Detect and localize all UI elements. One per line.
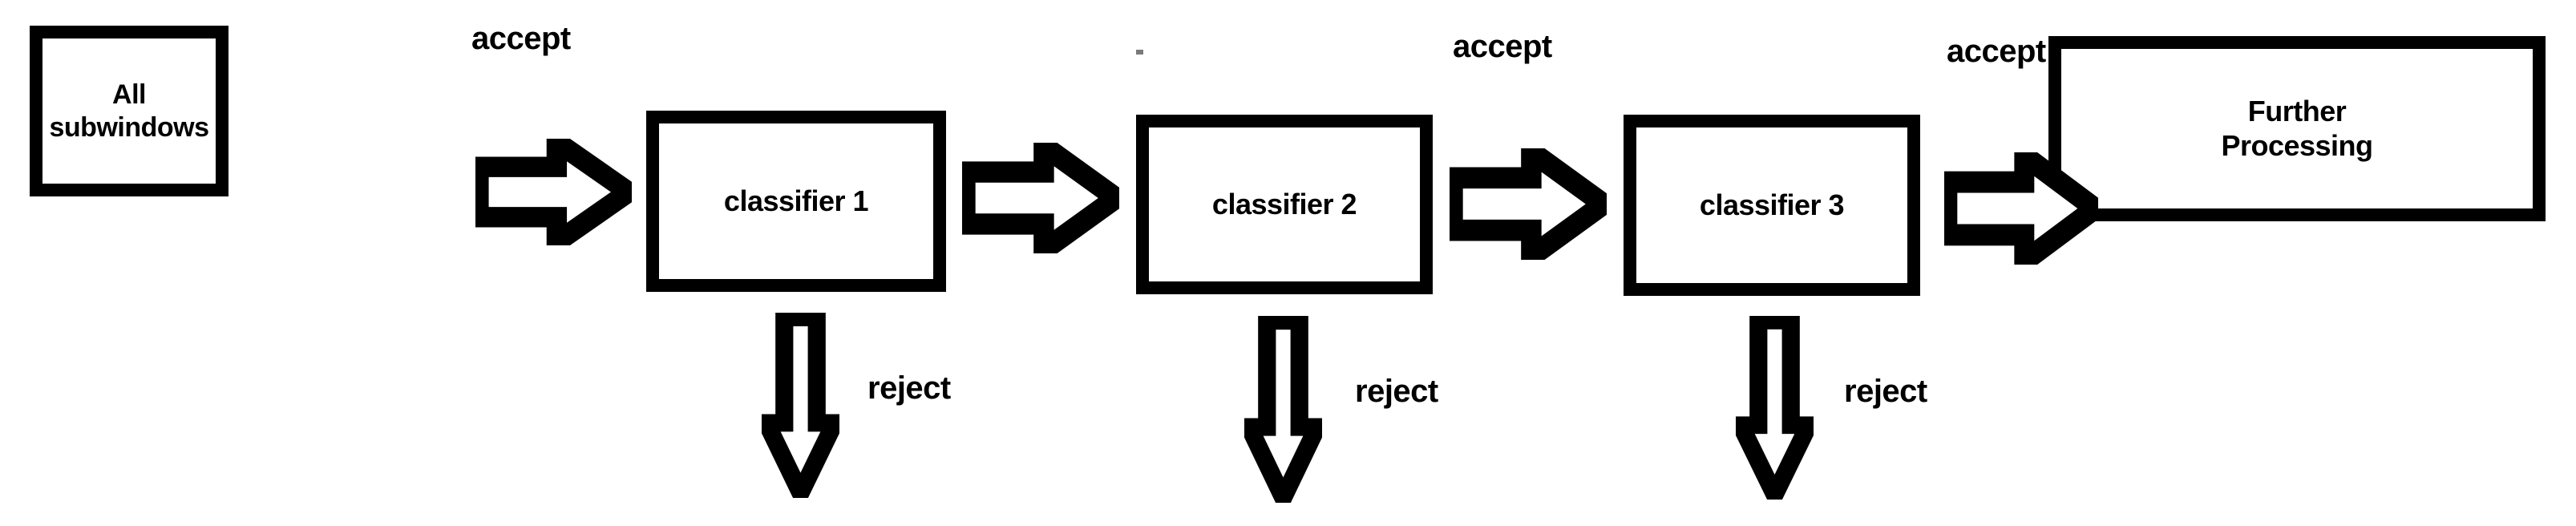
node-label-classifier-3: classifier 3 [1699, 188, 1845, 221]
node-classifier-3[interactable]: classifier 3 [1624, 115, 1920, 296]
edge-label-accept-2: accept [1453, 29, 1552, 64]
node-label-classifier-2: classifier 2 [1211, 187, 1357, 221]
arrow-down-icon-1 [762, 313, 839, 498]
arrow-right-icon-2 [962, 143, 1119, 253]
node-further-processing[interactable]: Further Processing [2048, 36, 2546, 221]
node-label-all-subwindows: All subwindows [49, 79, 210, 143]
arrow-right-icon-4 [1944, 152, 2098, 265]
node-classifier-2[interactable]: classifier 2 [1136, 115, 1433, 294]
edge-label-accept-1: accept [471, 21, 571, 56]
node-label-classifier-1: classifier 1 [723, 184, 869, 217]
node-label-further-processing: Further Processing [2221, 95, 2373, 162]
edge-label-reject-1: reject [867, 370, 951, 406]
arrow-right-icon-1 [475, 139, 632, 245]
edge-label-reject-2: reject [1355, 374, 1438, 409]
arrow-down-icon-3 [1736, 316, 1814, 500]
arrow-down-icon-2 [1244, 316, 1322, 503]
edge-label-reject-3: reject [1844, 374, 1927, 409]
node-all-subwindows[interactable]: All subwindows [30, 26, 228, 196]
edge-label-accept-3: accept [1947, 34, 2046, 69]
speck-artifact [1136, 50, 1143, 55]
node-classifier-1[interactable]: classifier 1 [646, 111, 946, 292]
arrow-right-icon-3 [1450, 148, 1607, 260]
